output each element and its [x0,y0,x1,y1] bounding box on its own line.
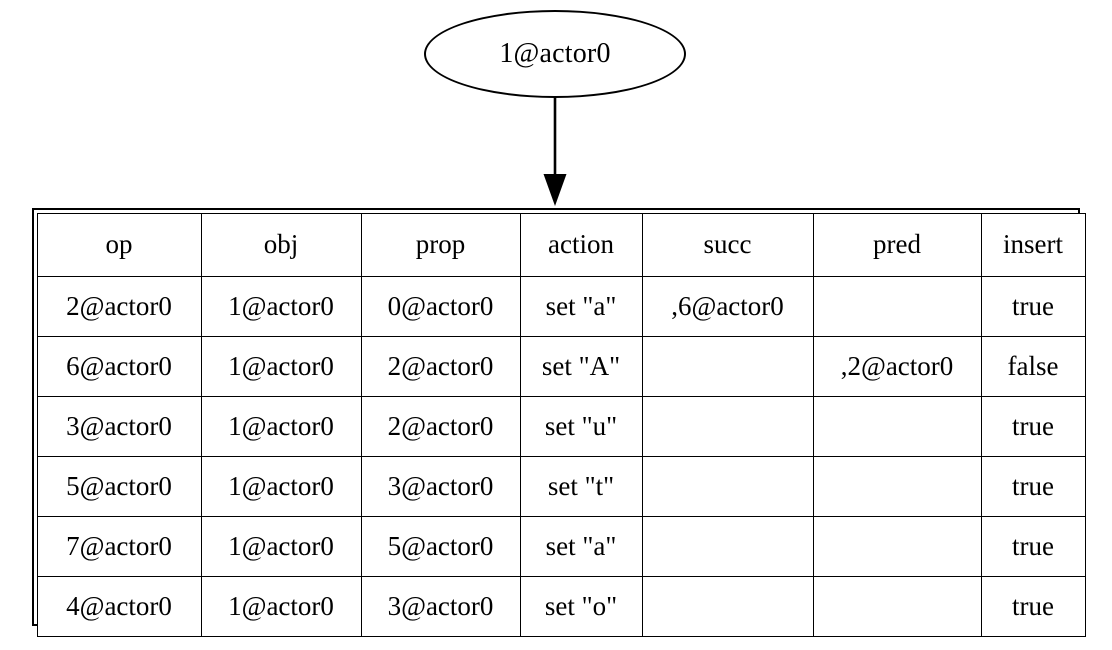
cell-prop: 2@actor0 [360,335,521,397]
table-row: 2@actor0 1@actor0 0@actor0 set "a" ,6@ac… [36,275,1086,337]
cell-action: set "u" [519,395,643,457]
cell-succ [641,455,814,517]
cell-insert: true [980,515,1086,577]
cell-pred [812,575,982,637]
cell-insert: true [980,275,1086,337]
cell-pred [812,455,982,517]
cell-pred [812,515,982,577]
cell-op: 5@actor0 [36,455,202,517]
cell-prop: 2@actor0 [360,395,521,457]
table: op obj prop action succ pred insert 2@ac… [36,212,1086,637]
cell-obj: 1@actor0 [200,395,362,457]
cell-succ [641,395,814,457]
cell-succ [641,515,814,577]
cell-pred: ,2@actor0 [812,335,982,397]
ellipse-node-label: 1@actor0 [499,38,611,69]
cell-pred [812,395,982,457]
cell-action: set "A" [519,335,643,397]
cell-insert: true [980,395,1086,457]
cell-op: 2@actor0 [36,275,202,337]
cell-action: set "a" [519,515,643,577]
column-header-action: action [519,212,643,277]
column-header-pred: pred [812,212,982,277]
table-row: 6@actor0 1@actor0 2@actor0 set "A" ,2@ac… [36,335,1086,397]
cell-action: set "a" [519,275,643,337]
cell-insert: true [980,455,1086,517]
cell-op: 7@actor0 [36,515,202,577]
cell-action: set "t" [519,455,643,517]
cell-pred [812,275,982,337]
cell-prop: 0@actor0 [360,275,521,337]
cell-op: 4@actor0 [36,575,202,637]
cell-insert: true [980,575,1086,637]
cell-obj: 1@actor0 [200,335,362,397]
operations-table: op obj prop action succ pred insert 2@ac… [32,208,1086,637]
cell-obj: 1@actor0 [200,515,362,577]
column-header-obj: obj [200,212,362,277]
cell-succ [641,575,814,637]
cell-op: 6@actor0 [36,335,202,397]
cell-obj: 1@actor0 [200,275,362,337]
ellipse-node[interactable]: 1@actor0 [424,10,686,98]
cell-insert: false [980,335,1086,397]
table-row: 5@actor0 1@actor0 3@actor0 set "t" true [36,455,1086,517]
cell-action: set "o" [519,575,643,637]
cell-op: 3@actor0 [36,395,202,457]
column-header-succ: succ [641,212,814,277]
cell-obj: 1@actor0 [200,575,362,637]
table-row: 3@actor0 1@actor0 2@actor0 set "u" true [36,395,1086,457]
cell-succ [641,335,814,397]
column-header-insert: insert [980,212,1086,277]
column-header-prop: prop [360,212,521,277]
cell-prop: 3@actor0 [360,575,521,637]
cell-obj: 1@actor0 [200,455,362,517]
column-header-op: op [36,212,202,277]
cell-prop: 3@actor0 [360,455,521,517]
table-row: 7@actor0 1@actor0 5@actor0 set "a" true [36,515,1086,577]
cell-succ: ,6@actor0 [641,275,814,337]
table-header-row: op obj prop action succ pred insert [36,212,1086,277]
cell-prop: 5@actor0 [360,515,521,577]
table-row: 4@actor0 1@actor0 3@actor0 set "o" true [36,575,1086,637]
